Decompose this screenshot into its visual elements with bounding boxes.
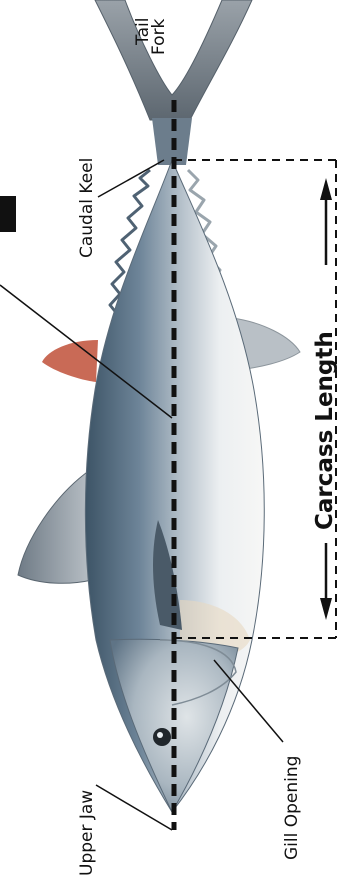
caudal-keel-label: Caudal Keel [77,158,97,258]
gill-opening-label: Gill Opening [282,756,302,860]
carcass-length-label: Carcass Length [312,331,338,530]
fish-eye-highlight [157,732,163,738]
dorsal-fin-large [18,470,92,583]
caudal-keel-pointer [98,160,164,197]
carcass-arrowhead-lower [320,598,332,620]
tail-fork-label-line2: Fork [149,18,169,55]
cropped-heading-fragment [0,196,16,232]
dorsal-fin-red [42,340,98,382]
upper-jaw-label: Upper Jaw [77,790,97,876]
carcass-arrowhead-upper [320,178,332,200]
